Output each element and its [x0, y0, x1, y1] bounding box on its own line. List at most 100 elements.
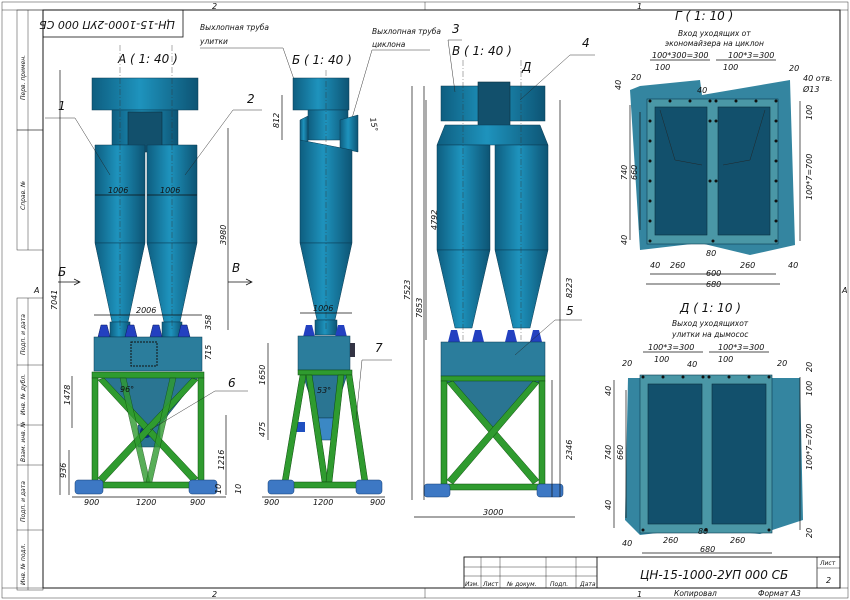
- dimension-label: 100: [723, 63, 738, 72]
- dimension-label: 260: [670, 261, 685, 270]
- view-subtitle: улитки на дымосос: [671, 330, 749, 339]
- dimension-label: 40: [604, 500, 613, 510]
- dimension-label: 80: [706, 249, 716, 258]
- dimension-label: 1006: [313, 304, 333, 313]
- dimension-label: 100*3=300: [728, 51, 774, 60]
- view-subtitle: экономайзера на циклон: [665, 39, 764, 48]
- zone-marker: 2: [212, 590, 217, 599]
- dimension-label: 1200: [313, 498, 333, 507]
- view-subtitle: Вход уходящих от: [678, 29, 751, 38]
- view-title: Б ( 1: 40 ): [292, 53, 352, 67]
- callout-4: 4: [582, 36, 590, 50]
- section-arrow-label: В: [232, 261, 240, 275]
- note-exhaust-volute: Выхлопная труба: [200, 23, 269, 32]
- sheet-number: 2: [826, 576, 831, 585]
- support-frame: [440, 375, 546, 491]
- callout-1: 1: [58, 99, 66, 113]
- sidebar-label: Подп. и дата: [20, 481, 27, 522]
- dimension-label: 100: [805, 381, 814, 396]
- dimension-label: 740: [620, 165, 629, 180]
- dimension-label: 40: [620, 235, 629, 245]
- sheet-label: Лист: [819, 560, 836, 567]
- dimension-label: 660: [630, 165, 639, 180]
- dimension-label: 100: [655, 63, 670, 72]
- callout-6: 6: [228, 376, 236, 390]
- title-header: № докум.: [506, 581, 537, 588]
- dimension-label: 3980: [219, 225, 228, 245]
- zone-marker: А: [33, 286, 39, 295]
- view-title: А ( 1: 40 ): [117, 52, 178, 66]
- zone-marker: 2: [212, 2, 217, 11]
- callout-2: 2: [247, 92, 255, 106]
- dimension-label: 8223: [565, 278, 574, 298]
- dimension-label: 900: [370, 498, 385, 507]
- dimension-label: 260: [663, 536, 678, 545]
- sidebar-top: Перв. примен. Справ. №: [16, 9, 44, 251]
- dimension-label: 740: [604, 445, 613, 460]
- view-title: Г ( 1: 10 ): [675, 9, 733, 23]
- view-subtitle: Выход уходящихот: [672, 319, 749, 328]
- dimension-label: 100: [718, 355, 733, 364]
- title-header: Подп.: [550, 581, 568, 588]
- dimension-label: 100*300=300: [652, 51, 709, 60]
- sidebar-label: Подп. и дата: [20, 314, 27, 355]
- dimension-label: 2006: [136, 306, 156, 315]
- dimension-label: 40: [604, 386, 613, 396]
- dimension-label: 358: [204, 315, 213, 330]
- dimension-label: 7041: [50, 290, 59, 310]
- dimension-label: 3000: [483, 508, 503, 517]
- cyclone-body: [494, 144, 549, 251]
- dimension-label: 40: [687, 360, 697, 369]
- dimension-label: 80: [698, 527, 708, 536]
- dimension-label: 40 отв.: [803, 74, 833, 83]
- view-a: А ( 1: 40 ) 1006 1006 3980: [45, 45, 262, 507]
- dimension-label: 100*7=700: [805, 154, 814, 200]
- dimension-label: 4792: [430, 210, 439, 230]
- dimension-label: 40: [614, 80, 623, 90]
- dimension-label: 20: [805, 528, 814, 538]
- dimension-label: 15°: [368, 117, 379, 133]
- note-exhaust-cyclone: Выхлопная труба: [372, 27, 441, 36]
- dimension-label: 680: [700, 545, 715, 554]
- cyclone-body: [436, 144, 491, 251]
- copied-label: Копировал: [674, 589, 717, 598]
- dimension-label: 715: [204, 345, 213, 360]
- dimension-label: 7853: [415, 298, 424, 318]
- dimension-label: 20: [777, 359, 787, 368]
- format-label: Формат А3: [758, 589, 801, 598]
- dimension-label: 20: [805, 362, 814, 372]
- designation: ЦН-15-1000-2УП 000 СБ: [640, 568, 788, 582]
- view-title: Д ( 1: 10 ): [679, 301, 741, 315]
- sidebar-label: Инв. № подл.: [20, 544, 27, 585]
- view-b: Б ( 1: 40 ) 812 15° 1006 1650 53° 475 1: [234, 53, 392, 507]
- support-frame: [281, 369, 369, 489]
- dimension-label: 10: [214, 484, 223, 494]
- dimension-label: 10: [234, 484, 243, 494]
- sidebar-label: Взам. инв. №: [20, 421, 27, 462]
- sidebar-label: Справ. №: [20, 181, 27, 210]
- view-d: Д ( 1: 10 ) Выход уходящихот улитки на д…: [604, 301, 814, 554]
- dimension-label: 100: [805, 105, 814, 120]
- view-g: Г ( 1: 10 ) Вход уходящих от экономайзер…: [614, 9, 833, 289]
- dimension-label: 812: [272, 113, 281, 128]
- rotated-stamp: ЦН-15-1000-2УП 000 СБ: [39, 18, 175, 31]
- dimension-label: 96°: [120, 385, 134, 394]
- dimension-label: 20: [622, 359, 632, 368]
- title-header: Дата: [579, 581, 596, 588]
- sidebar-label: Инв. № дубл.: [20, 374, 27, 415]
- sidebar-bottom: Подп. и дата Инв. № дубл. Взам. инв. № П…: [16, 297, 44, 591]
- callout-7: 7: [375, 341, 383, 355]
- volute: [91, 77, 199, 111]
- bunker: [93, 336, 203, 372]
- note-exhaust-cyclone: циклона: [372, 40, 406, 49]
- dimension-label: 2346: [565, 440, 574, 460]
- title-block: Изм. Лист № докум. Подп. Дата ЦН-15-1000…: [463, 556, 841, 598]
- dimension-label: 260: [730, 536, 745, 545]
- section-arrow-label: Б: [58, 265, 66, 279]
- dimension-label: 900: [264, 498, 279, 507]
- dimension-label: 936: [59, 463, 68, 478]
- dimension-label: 1650: [258, 365, 267, 385]
- dimension-label: 20: [631, 73, 641, 82]
- title-header: Лист: [482, 581, 499, 588]
